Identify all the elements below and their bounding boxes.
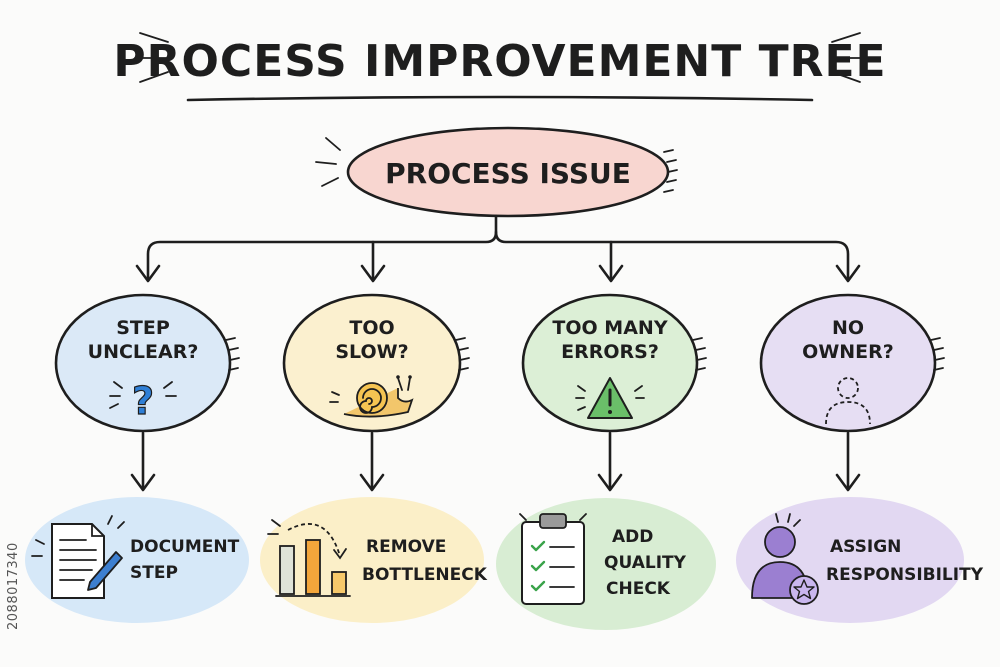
question-line: OWNER? — [802, 341, 894, 363]
warning-triangle-icon — [575, 377, 645, 419]
question-node-too-many-errors: TOO MANY ERRORS? — [521, 293, 707, 433]
root-label: PROCESS ISSUE — [385, 157, 631, 190]
question-ellipse — [759, 293, 937, 433]
question-ellipse — [521, 293, 699, 433]
action-blob — [736, 497, 964, 623]
action-line: DOCUMENT — [130, 537, 240, 557]
watermark-text: 2088017340 — [6, 542, 21, 630]
question-line: ERRORS? — [561, 341, 659, 363]
action-nodes: DOCUMENT STEP REMOVE BOTTLENECK — [25, 497, 984, 630]
clipboard-checklist-icon — [519, 513, 587, 605]
root-connectors — [135, 214, 861, 283]
action-line: QUALITY — [604, 553, 687, 573]
question-hatch — [455, 337, 470, 371]
question-node-no-owner: NO OWNER? — [759, 293, 945, 433]
action-node-document-step: DOCUMENT STEP — [25, 497, 249, 623]
action-line: RESPONSIBILITY — [826, 565, 984, 585]
action-line: ASSIGN — [830, 537, 901, 557]
root-hatch — [663, 149, 678, 193]
question-node-too-slow: TOO SLOW? — [282, 293, 470, 433]
svg-text:?: ? — [132, 379, 154, 423]
dashed-person-icon — [825, 377, 871, 425]
question-line: TOO — [349, 317, 394, 339]
question-nodes: STEP UNCLEAR? ? TOO SLOW? — [54, 293, 945, 433]
stock-id-watermark: 2088017340 — [4, 420, 26, 630]
snail-icon — [329, 375, 414, 418]
title-group: PROCESS IMPROVEMENT TREE — [113, 32, 886, 102]
question-hatch — [930, 337, 945, 371]
root-node: PROCESS ISSUE — [315, 126, 678, 218]
action-node-assign-responsibility: ASSIGN RESPONSIBILITY — [736, 497, 984, 623]
diagram-title: PROCESS IMPROVEMENT TREE — [113, 36, 886, 87]
question-ellipse — [54, 293, 232, 433]
title-spark-left — [134, 32, 169, 83]
action-connectors — [130, 431, 861, 492]
person-star-icon — [751, 513, 819, 605]
question-mark-icon: ? — [109, 378, 177, 424]
question-line: SLOW? — [335, 341, 408, 363]
bar-chart-bottleneck-icon — [267, 519, 351, 597]
document-pencil-icon — [31, 515, 125, 599]
action-line: ADD — [612, 527, 653, 547]
question-line: NO — [832, 317, 864, 339]
action-line: BOTTLENECK — [362, 565, 488, 585]
action-line: CHECK — [606, 579, 671, 599]
action-line: STEP — [130, 563, 178, 583]
question-ellipse — [282, 293, 462, 433]
question-line: STEP — [116, 317, 170, 339]
root-spark — [315, 137, 341, 187]
action-line: REMOVE — [366, 537, 446, 557]
question-line: UNCLEAR? — [88, 341, 199, 363]
title-spark-right — [831, 32, 866, 83]
question-node-step-unclear: STEP UNCLEAR? ? — [54, 293, 240, 433]
question-hatch — [692, 337, 707, 371]
question-line: TOO MANY — [552, 317, 667, 339]
question-hatch — [225, 337, 240, 371]
title-underline — [186, 95, 814, 102]
action-node-add-quality-check: ADD QUALITY CHECK — [496, 498, 716, 630]
action-node-remove-bottleneck: REMOVE BOTTLENECK — [260, 497, 488, 623]
